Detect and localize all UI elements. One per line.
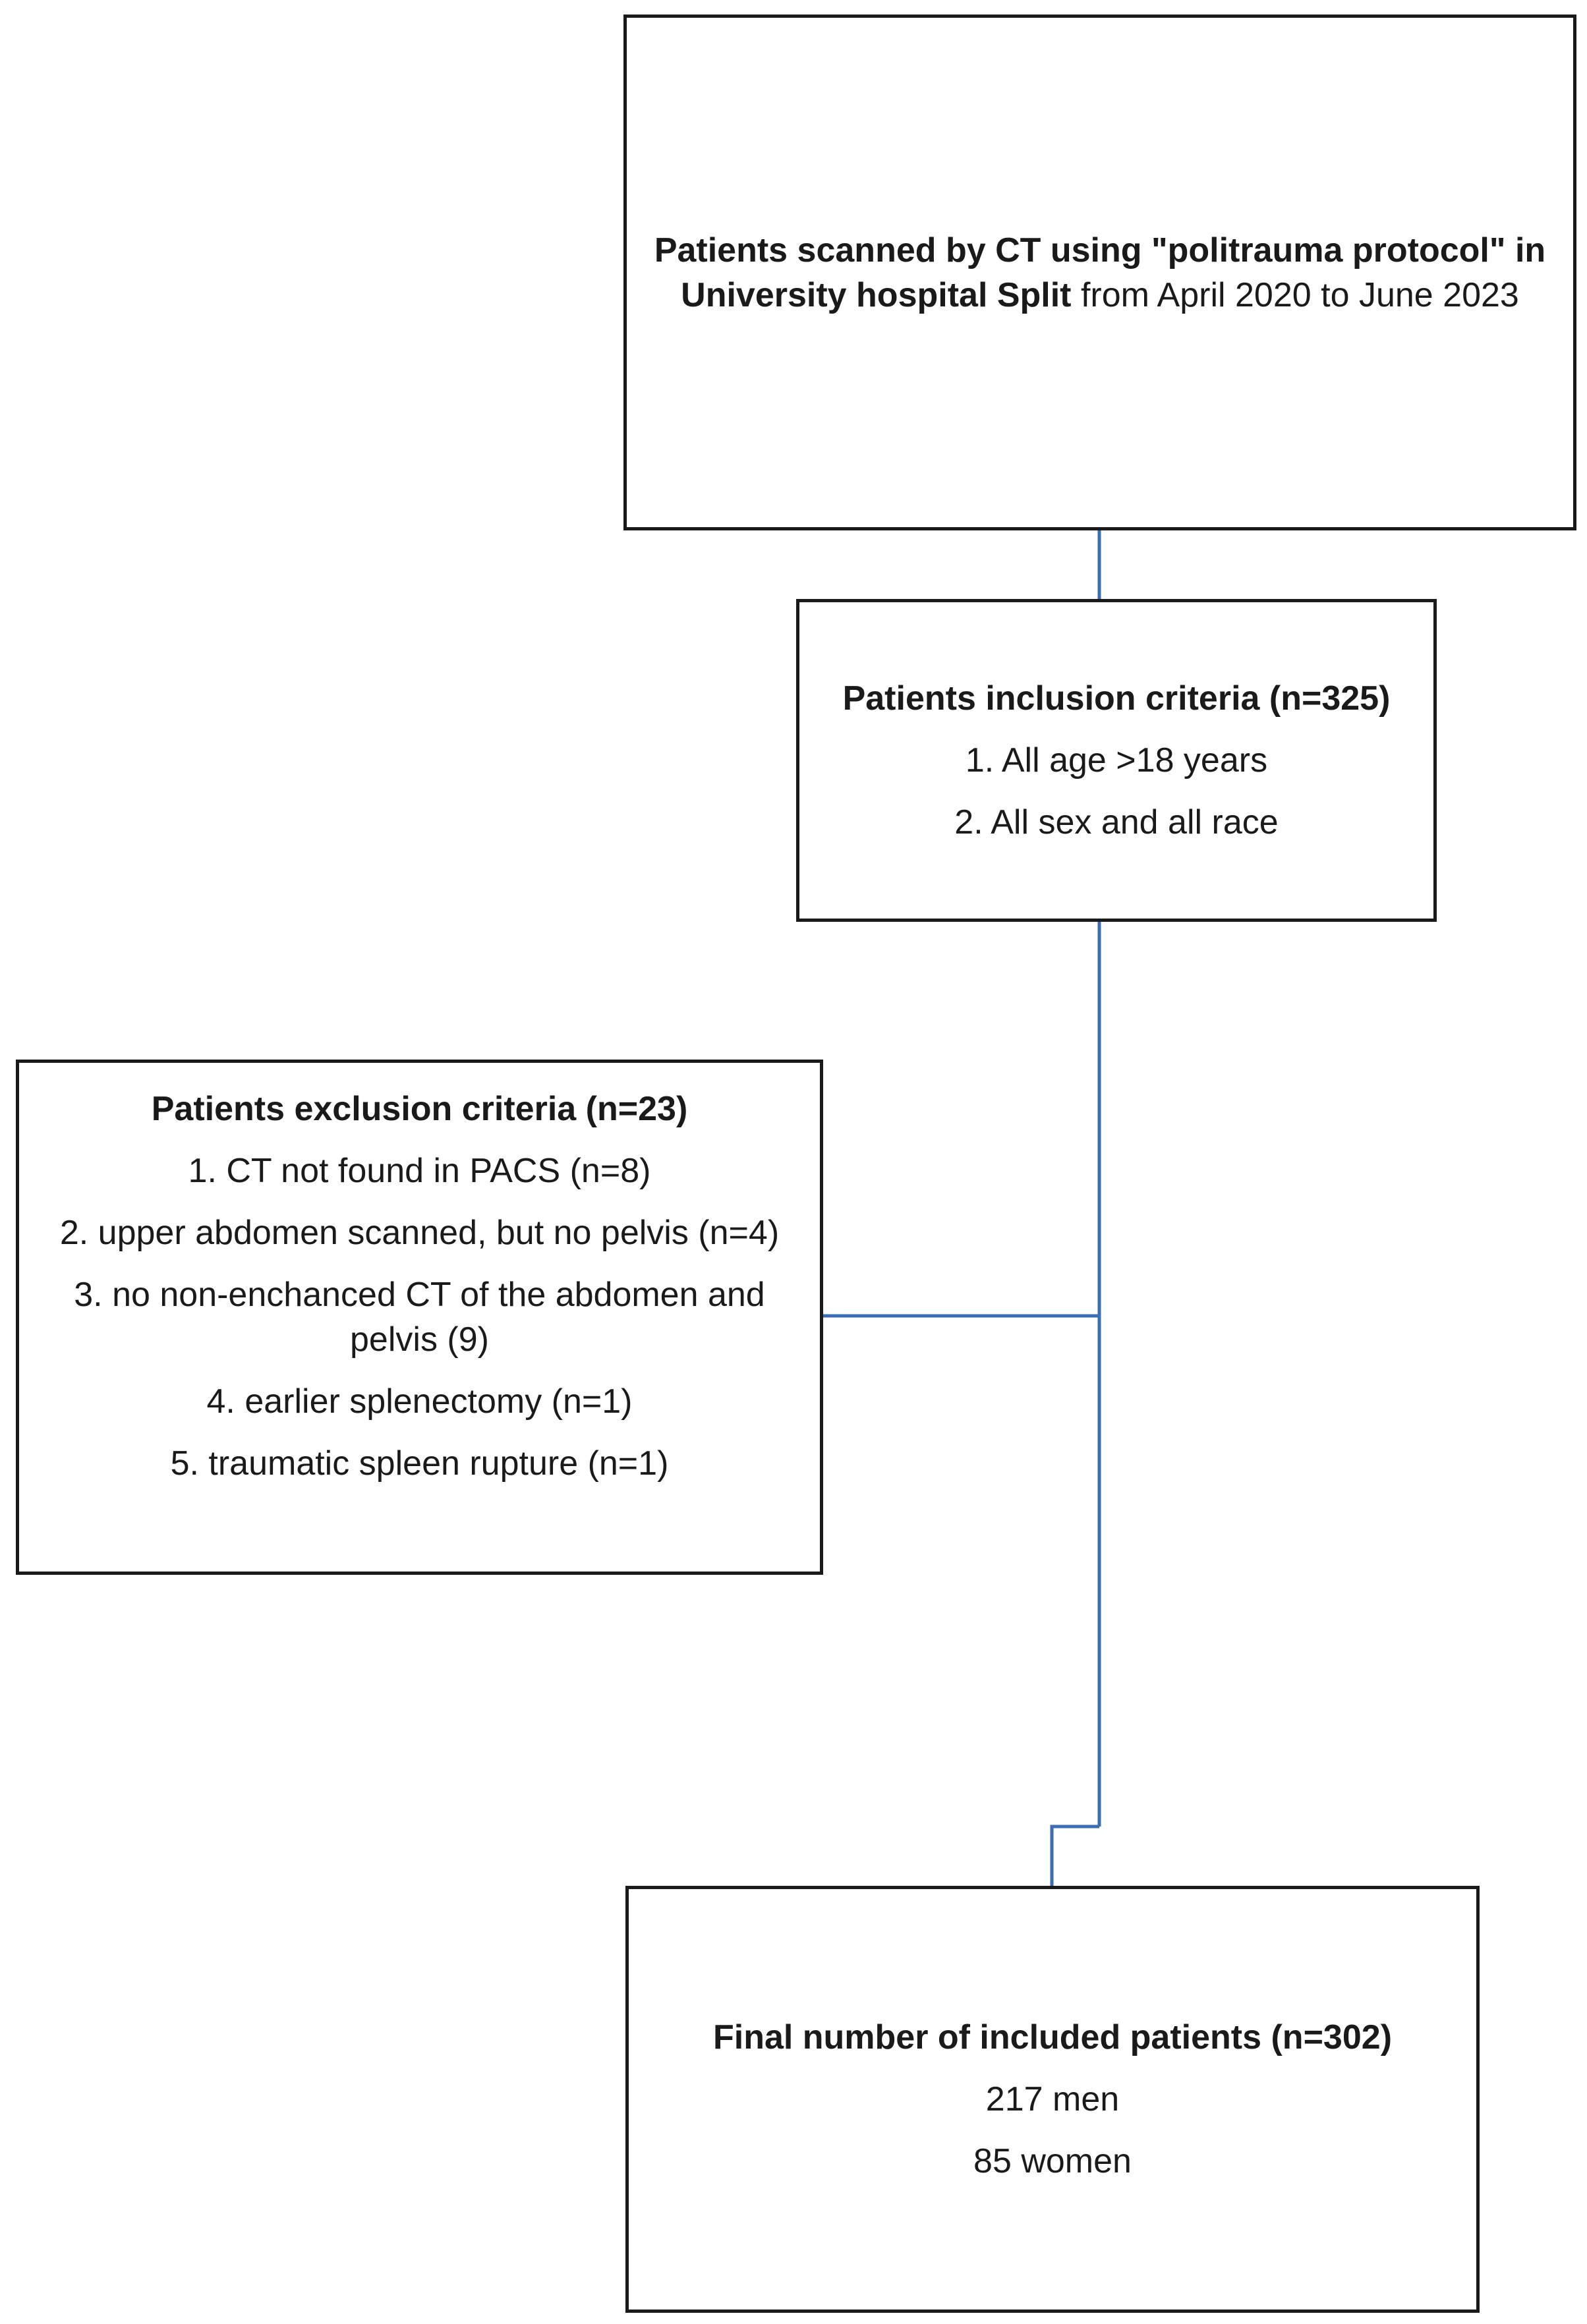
box-final-included: Final number of included patients (n=302… (625, 1886, 1480, 2313)
list-item: 1. All age >18 years (965, 741, 1268, 779)
list-item: 5. traumatic spleen rupture (n=1) (170, 1444, 669, 1483)
box-inclusion-criteria: Patients inclusion criteria (n=325) 1. A… (796, 599, 1437, 922)
box-inclusion-title: Patients inclusion criteria (n=325) (842, 679, 1391, 718)
final-counts-list: 217 men 85 women (973, 2060, 1132, 2184)
list-item: 2. upper abdomen scanned, but no pelvis … (59, 1214, 780, 1252)
list-item: 85 women (973, 2142, 1132, 2180)
box-patients-scanned: Patients scanned by CT using "politrauma… (623, 14, 1576, 530)
box-scanned-title-line2-normal: from April 2020 to June 2023 (1071, 275, 1519, 314)
inclusion-criteria-list: 1. All age >18 years 2. All sex and all … (954, 721, 1278, 845)
list-item: 217 men (985, 2080, 1120, 2118)
box-scanned-title: Patients scanned by CT using "politrauma… (654, 228, 1545, 318)
box-scanned-title-line1: Patients scanned by CT using "politrauma… (654, 231, 1546, 269)
list-item: 3. no non-enchanced CT of the abdomen an… (74, 1276, 765, 1359)
exclusion-criteria-list: 1. CT not found in PACS (n=8) 2. upper a… (19, 1131, 820, 1486)
box-exclusion-title: Patients exclusion criteria (n=23) (151, 1090, 688, 1128)
box-final-title: Final number of included patients (n=302… (712, 2018, 1393, 2056)
connector-to-final (1050, 1825, 1099, 1886)
list-item: 2. All sex and all race (954, 803, 1279, 841)
box-scanned-title-line2-bold: University hospital Split (681, 275, 1072, 314)
list-item: 1. CT not found in PACS (n=8) (188, 1152, 651, 1190)
list-item: 4. earlier splenectomy (n=1) (206, 1382, 633, 1421)
box-exclusion-criteria: Patients exclusion criteria (n=23) 1. CT… (16, 1060, 823, 1575)
